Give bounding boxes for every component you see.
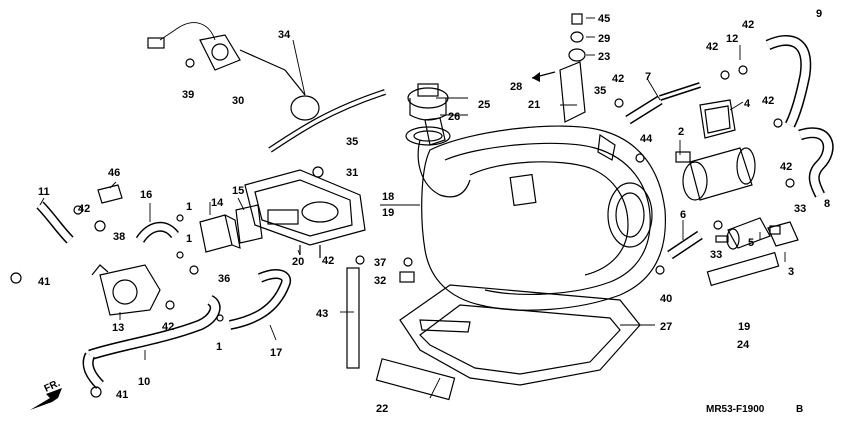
callout-46: 46	[108, 167, 120, 179]
callout-17: 17	[270, 347, 282, 359]
callout-33: 33	[794, 203, 806, 215]
callout-29: 29	[598, 33, 610, 45]
callout-7: 7	[645, 71, 651, 83]
drawing-code: MR53-F1900	[706, 404, 765, 415]
leader-lines	[39, 17, 786, 399]
callout-11: 11	[38, 186, 50, 198]
filter-holder	[767, 221, 799, 247]
callout-27: 27	[660, 321, 672, 333]
callout-20: 20	[292, 256, 304, 268]
callout-41: 41	[116, 389, 128, 401]
callout-19: 19	[738, 321, 750, 333]
callout-1: 1	[216, 341, 222, 353]
callouts: 1 1 1 2 3 4 5 6 7 8 9 10 11 12 13 14 15 …	[38, 8, 830, 415]
rollover-valve	[91, 264, 161, 316]
callout-34: 34	[278, 29, 291, 41]
callout-42: 42	[706, 41, 718, 53]
callout-19: 19	[382, 207, 394, 219]
callout-5: 5	[748, 237, 754, 249]
callout-1: 1	[186, 233, 192, 245]
callout-14: 14	[211, 197, 224, 209]
callout-42: 42	[612, 73, 624, 85]
callout-39: 39	[182, 89, 194, 101]
fasteners	[10, 58, 795, 398]
callout-18: 18	[382, 191, 394, 203]
callout-42: 42	[162, 321, 174, 333]
callout-42: 42	[780, 161, 792, 173]
callout-36: 36	[218, 273, 230, 285]
callout-30: 30	[232, 95, 244, 107]
under-tray	[399, 284, 641, 386]
callout-31: 31	[346, 167, 358, 179]
bracket-15	[235, 204, 263, 244]
callout-35: 35	[346, 136, 358, 148]
drawing-revision: B	[796, 404, 803, 415]
callout-10: 10	[138, 376, 150, 388]
callout-38: 38	[113, 231, 125, 243]
callout-13: 13	[112, 322, 124, 334]
callout-35: 35	[594, 85, 606, 97]
callout-42: 42	[78, 203, 90, 215]
fuel-filler-cap	[405, 83, 451, 146]
callout-4: 4	[744, 98, 751, 110]
callout-25: 25	[478, 99, 490, 111]
callout-2: 2	[678, 126, 684, 138]
fuel-pump	[675, 147, 756, 201]
callout-3: 3	[788, 266, 794, 278]
callout-41: 41	[38, 276, 50, 288]
callout-24: 24	[737, 339, 750, 351]
callout-42: 42	[762, 95, 774, 107]
callout-15: 15	[232, 185, 244, 197]
fuel-unit	[147, 22, 320, 121]
pump-holder	[699, 99, 736, 139]
callout-45: 45	[598, 13, 610, 25]
callout-40: 40	[660, 293, 672, 305]
callout-23: 23	[598, 51, 610, 63]
solenoid-valve	[199, 214, 241, 253]
callout-32: 32	[374, 275, 386, 287]
canister	[244, 169, 366, 258]
callout-6: 6	[680, 209, 686, 221]
callout-21: 21	[528, 99, 540, 111]
callout-8: 8	[824, 198, 830, 210]
callout-42: 42	[742, 19, 754, 31]
callout-42: 42	[322, 255, 334, 267]
callout-12: 12	[726, 33, 738, 45]
upper-bracket	[559, 13, 586, 123]
fuel-tank	[417, 117, 667, 311]
front-direction-arrow: FR.	[30, 378, 62, 410]
callout-16: 16	[140, 189, 152, 201]
callout-33: 33	[710, 249, 722, 261]
callout-43: 43	[316, 308, 328, 320]
callout-1: 1	[186, 201, 192, 213]
callout-37: 37	[374, 257, 386, 269]
callout-28: 28	[510, 81, 522, 93]
callout-9: 9	[816, 8, 822, 20]
callout-26: 26	[448, 111, 460, 123]
callout-44: 44	[640, 133, 653, 145]
hoses	[16, 35, 834, 401]
callout-22: 22	[376, 403, 388, 415]
